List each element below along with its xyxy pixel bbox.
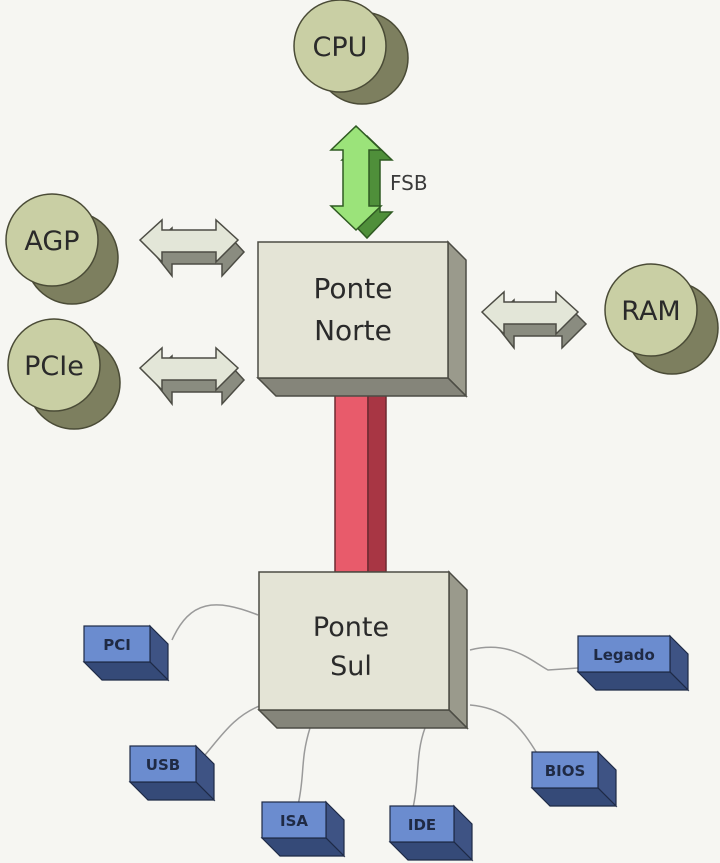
south-bridge-front bbox=[258, 571, 450, 711]
device-usb: USB bbox=[128, 744, 216, 802]
fsb-label: FSB bbox=[390, 171, 428, 195]
pcie-node: PCIe bbox=[7, 318, 121, 430]
ram-node-body bbox=[604, 263, 698, 357]
device-legado-bottom bbox=[576, 671, 690, 691]
north-bridge-label-line2: Norte bbox=[314, 314, 392, 347]
cpu-node-body bbox=[293, 0, 387, 93]
cpu-node: CPU bbox=[293, 0, 409, 105]
device-bios-label: BIOS bbox=[545, 762, 586, 780]
cpu-label: CPU bbox=[313, 32, 368, 63]
device-ide: IDE bbox=[388, 804, 474, 862]
agp-link-arrow bbox=[138, 218, 246, 279]
fsb-arrow: FSB bbox=[329, 124, 428, 240]
fsb-arrow-body bbox=[329, 124, 383, 232]
bridge-bus bbox=[334, 376, 387, 573]
pcie-node-body bbox=[7, 318, 101, 412]
device-usb-label: USB bbox=[146, 756, 180, 774]
north-bridge: Ponte Norte bbox=[256, 240, 468, 398]
device-bios-front bbox=[531, 751, 599, 789]
device-ide-front bbox=[389, 805, 455, 843]
wire-pci bbox=[171, 604, 259, 641]
ram-link-arrow-body bbox=[480, 290, 580, 336]
agp-node: AGP bbox=[5, 193, 119, 305]
north-bridge-label-line1: Ponte bbox=[314, 272, 393, 305]
wire-isa bbox=[297, 727, 311, 806]
pcie-link-arrow-body bbox=[138, 346, 240, 392]
bus-side bbox=[367, 376, 387, 573]
device-isa-label: ISA bbox=[280, 812, 308, 830]
device-pci-label: PCI bbox=[103, 636, 131, 654]
ram-node: RAM bbox=[604, 263, 719, 375]
device-ide-label: IDE bbox=[408, 816, 436, 834]
wire-bios bbox=[469, 704, 539, 756]
agp-label: AGP bbox=[24, 226, 79, 257]
wire-legado bbox=[469, 646, 579, 671]
device-legado: Legado bbox=[576, 634, 690, 692]
device-isa: ISA bbox=[260, 800, 346, 858]
agp-node-body bbox=[5, 193, 99, 287]
agp-link-arrow-body bbox=[138, 218, 240, 264]
south-bridge-label-line1: Ponte bbox=[313, 612, 389, 643]
south-bridge: Ponte Sul bbox=[257, 570, 469, 730]
south-bridge-side bbox=[448, 570, 468, 730]
bus-front bbox=[334, 377, 369, 573]
south-bridge-label-line2: Sul bbox=[330, 651, 372, 682]
device-pci: PCI bbox=[82, 624, 170, 682]
south-bridge-bottom bbox=[257, 709, 469, 729]
device-isa-front bbox=[261, 801, 327, 839]
device-pci-front bbox=[83, 625, 151, 663]
north-bridge-front bbox=[257, 241, 449, 379]
device-usb-front bbox=[129, 745, 197, 783]
pcie-label: PCIe bbox=[24, 351, 84, 382]
device-legado-front bbox=[577, 635, 671, 673]
north-bridge-side bbox=[447, 240, 467, 398]
device-bios: BIOS bbox=[530, 750, 618, 808]
pcie-link-arrow bbox=[138, 346, 246, 407]
device-legado-label: Legado bbox=[593, 646, 655, 664]
wire-ide bbox=[411, 727, 426, 813]
ram-link-arrow bbox=[480, 290, 588, 351]
ram-label: RAM bbox=[621, 296, 680, 327]
device-wires bbox=[171, 604, 579, 813]
north-bridge-bottom bbox=[256, 377, 468, 397]
wire-usb bbox=[204, 704, 263, 756]
